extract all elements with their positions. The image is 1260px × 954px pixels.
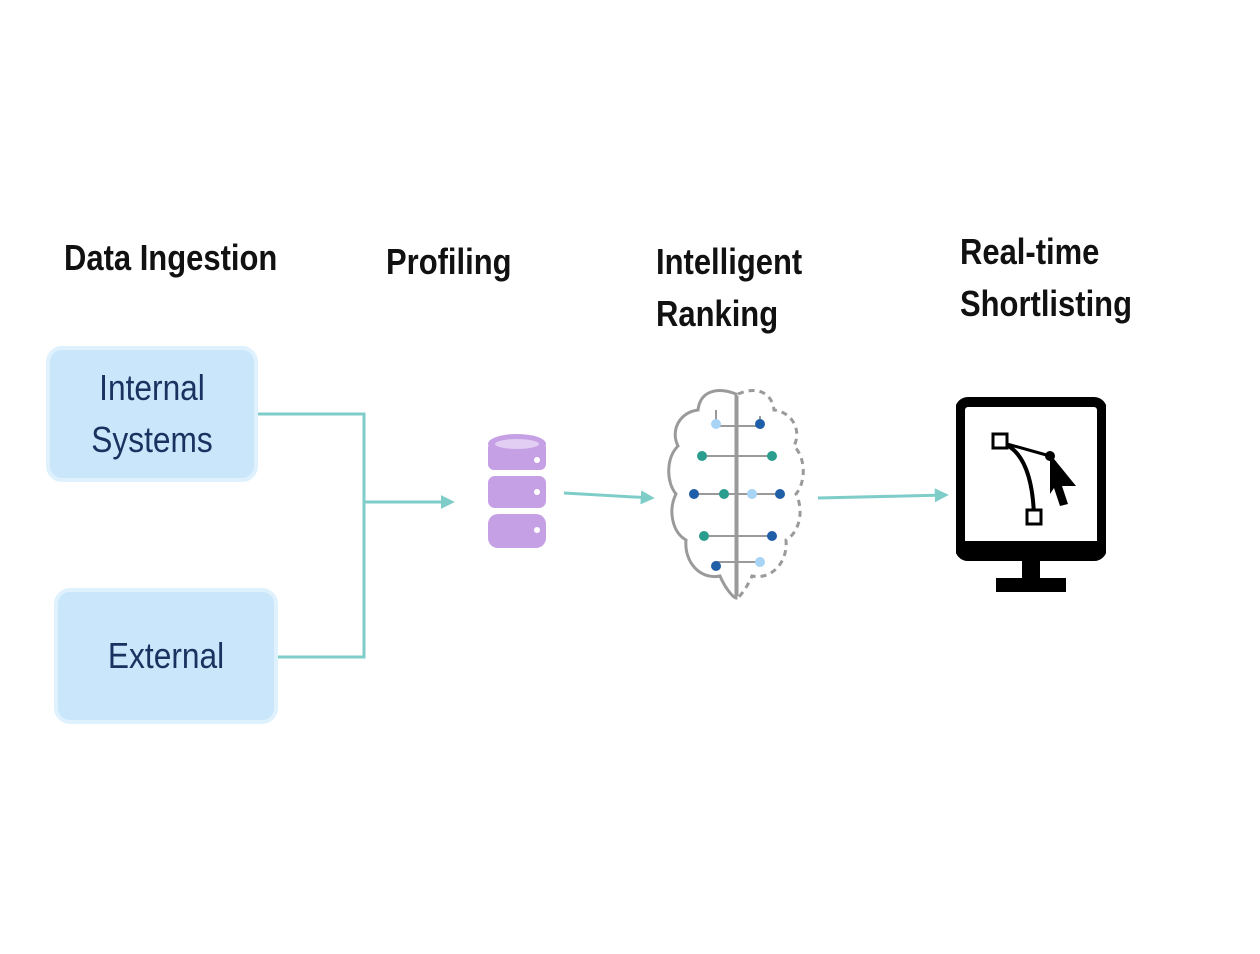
arrow-to-shortlisting [817, 488, 949, 503]
stage-title-profiling: Profiling [386, 241, 512, 282]
connector-internal [258, 412, 366, 500]
connector-external [278, 500, 366, 659]
source-label: Internal [99, 367, 205, 408]
stage-title-realtime-shortlisting: Real-time Shortlisting [960, 226, 1132, 330]
cursor-arrow-icon [1050, 454, 1076, 506]
source-label: Systems [91, 419, 213, 460]
stage-title-line: Real-time [960, 231, 1100, 272]
stage-title-line: Intelligent [656, 241, 803, 282]
source-box-external: External [54, 588, 278, 724]
source-label: External [107, 635, 225, 676]
monitor-cursor-icon [956, 397, 1106, 592]
stage-title-data-ingestion: Data Ingestion [64, 237, 278, 278]
stage-title-line: Shortlisting [960, 283, 1132, 324]
arrow-to-ranking [563, 490, 655, 505]
stage-title-intelligent-ranking: Intelligent Ranking [656, 236, 802, 340]
source-box-internal-systems: Internal Systems [46, 346, 258, 482]
stage-title-line: Ranking [656, 293, 779, 334]
database-icon [488, 434, 546, 548]
brain-network-icon [667, 389, 805, 600]
